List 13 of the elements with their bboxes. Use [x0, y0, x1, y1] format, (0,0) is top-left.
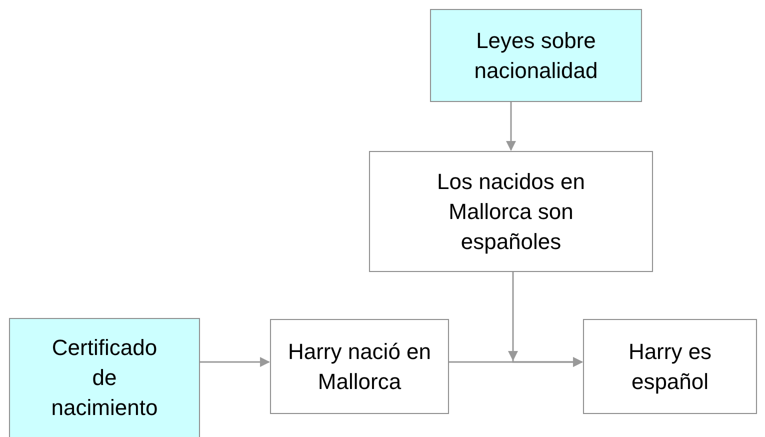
arrow: [506, 102, 516, 151]
process-box: [9, 318, 200, 437]
process-box: [369, 151, 653, 272]
process-box: [270, 319, 449, 414]
arrow: [200, 357, 270, 367]
arrow: [512, 272, 583, 367]
box-label: Leyes sobre nacionalidad: [473, 26, 599, 84]
box-label: Harry es español: [627, 338, 713, 396]
process-box: [583, 319, 757, 414]
process-box: [430, 9, 642, 102]
box-label: Harry nació en Mallorca: [286, 338, 432, 396]
box-label: Los nacidos en Mallorca son españoles: [436, 168, 586, 256]
box-label: Certificado de nacimiento: [50, 334, 159, 422]
